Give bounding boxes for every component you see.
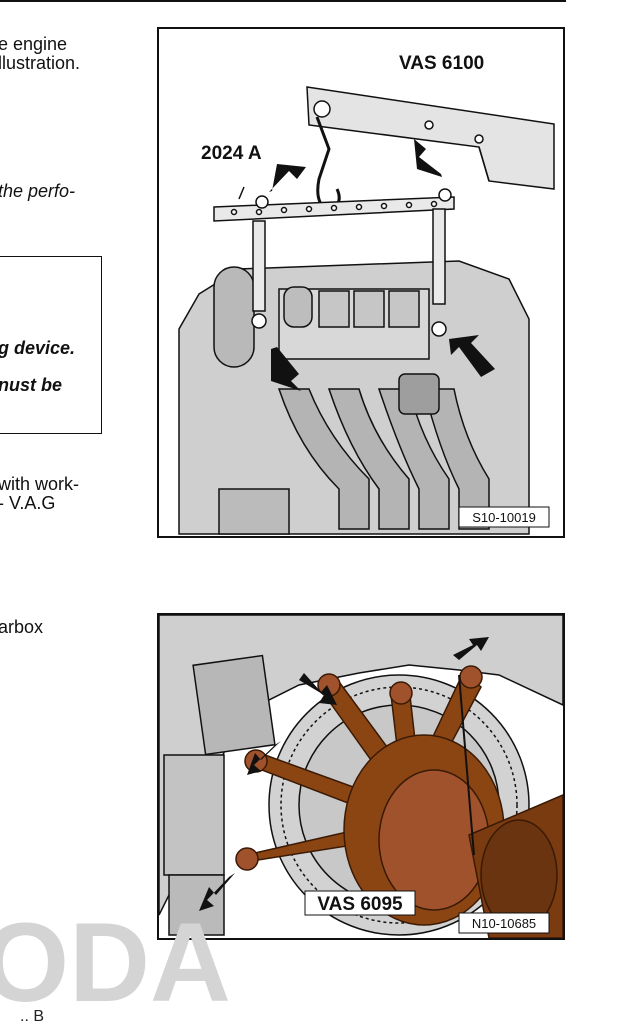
figure-gearbox-flywheel: VAS 6095 N10-10685 xyxy=(157,613,565,940)
vas-6095-label: VAS 6095 xyxy=(317,894,403,915)
warning-line-2: nust be xyxy=(0,375,63,395)
engine-lift-illustration: VAS 6100 2024 A S10-10019 xyxy=(178,53,555,535)
footer-text: .. B xyxy=(20,1008,45,1025)
vas-6100-label: VAS 6100 xyxy=(399,53,484,74)
text-line-7: - V.A.G xyxy=(0,493,56,513)
figure-engine-lifting: VAS 6100 2024 A S10-10019 xyxy=(157,27,565,538)
text-line-3: the perfo- xyxy=(0,181,76,201)
warning-line-1: g device. xyxy=(0,338,76,358)
flywheel-tool-illustration: VAS 6095 N10-10685 xyxy=(159,615,563,938)
skoda-watermark-logo: ODA xyxy=(0,905,231,1005)
figure1-ref: S10-10019 xyxy=(472,510,536,525)
part-2024a-label: 2024 A xyxy=(201,143,262,164)
top-rule xyxy=(0,0,566,2)
text-line-8: arbox xyxy=(0,617,44,637)
text-line-1: e engine xyxy=(0,34,68,54)
text-line-6: with work- xyxy=(0,474,80,494)
figure2-ref: N10-10685 xyxy=(472,916,536,931)
warning-box xyxy=(0,256,102,434)
logo-text: ODA xyxy=(0,905,231,1005)
text-line-2: llustration. xyxy=(0,53,81,73)
